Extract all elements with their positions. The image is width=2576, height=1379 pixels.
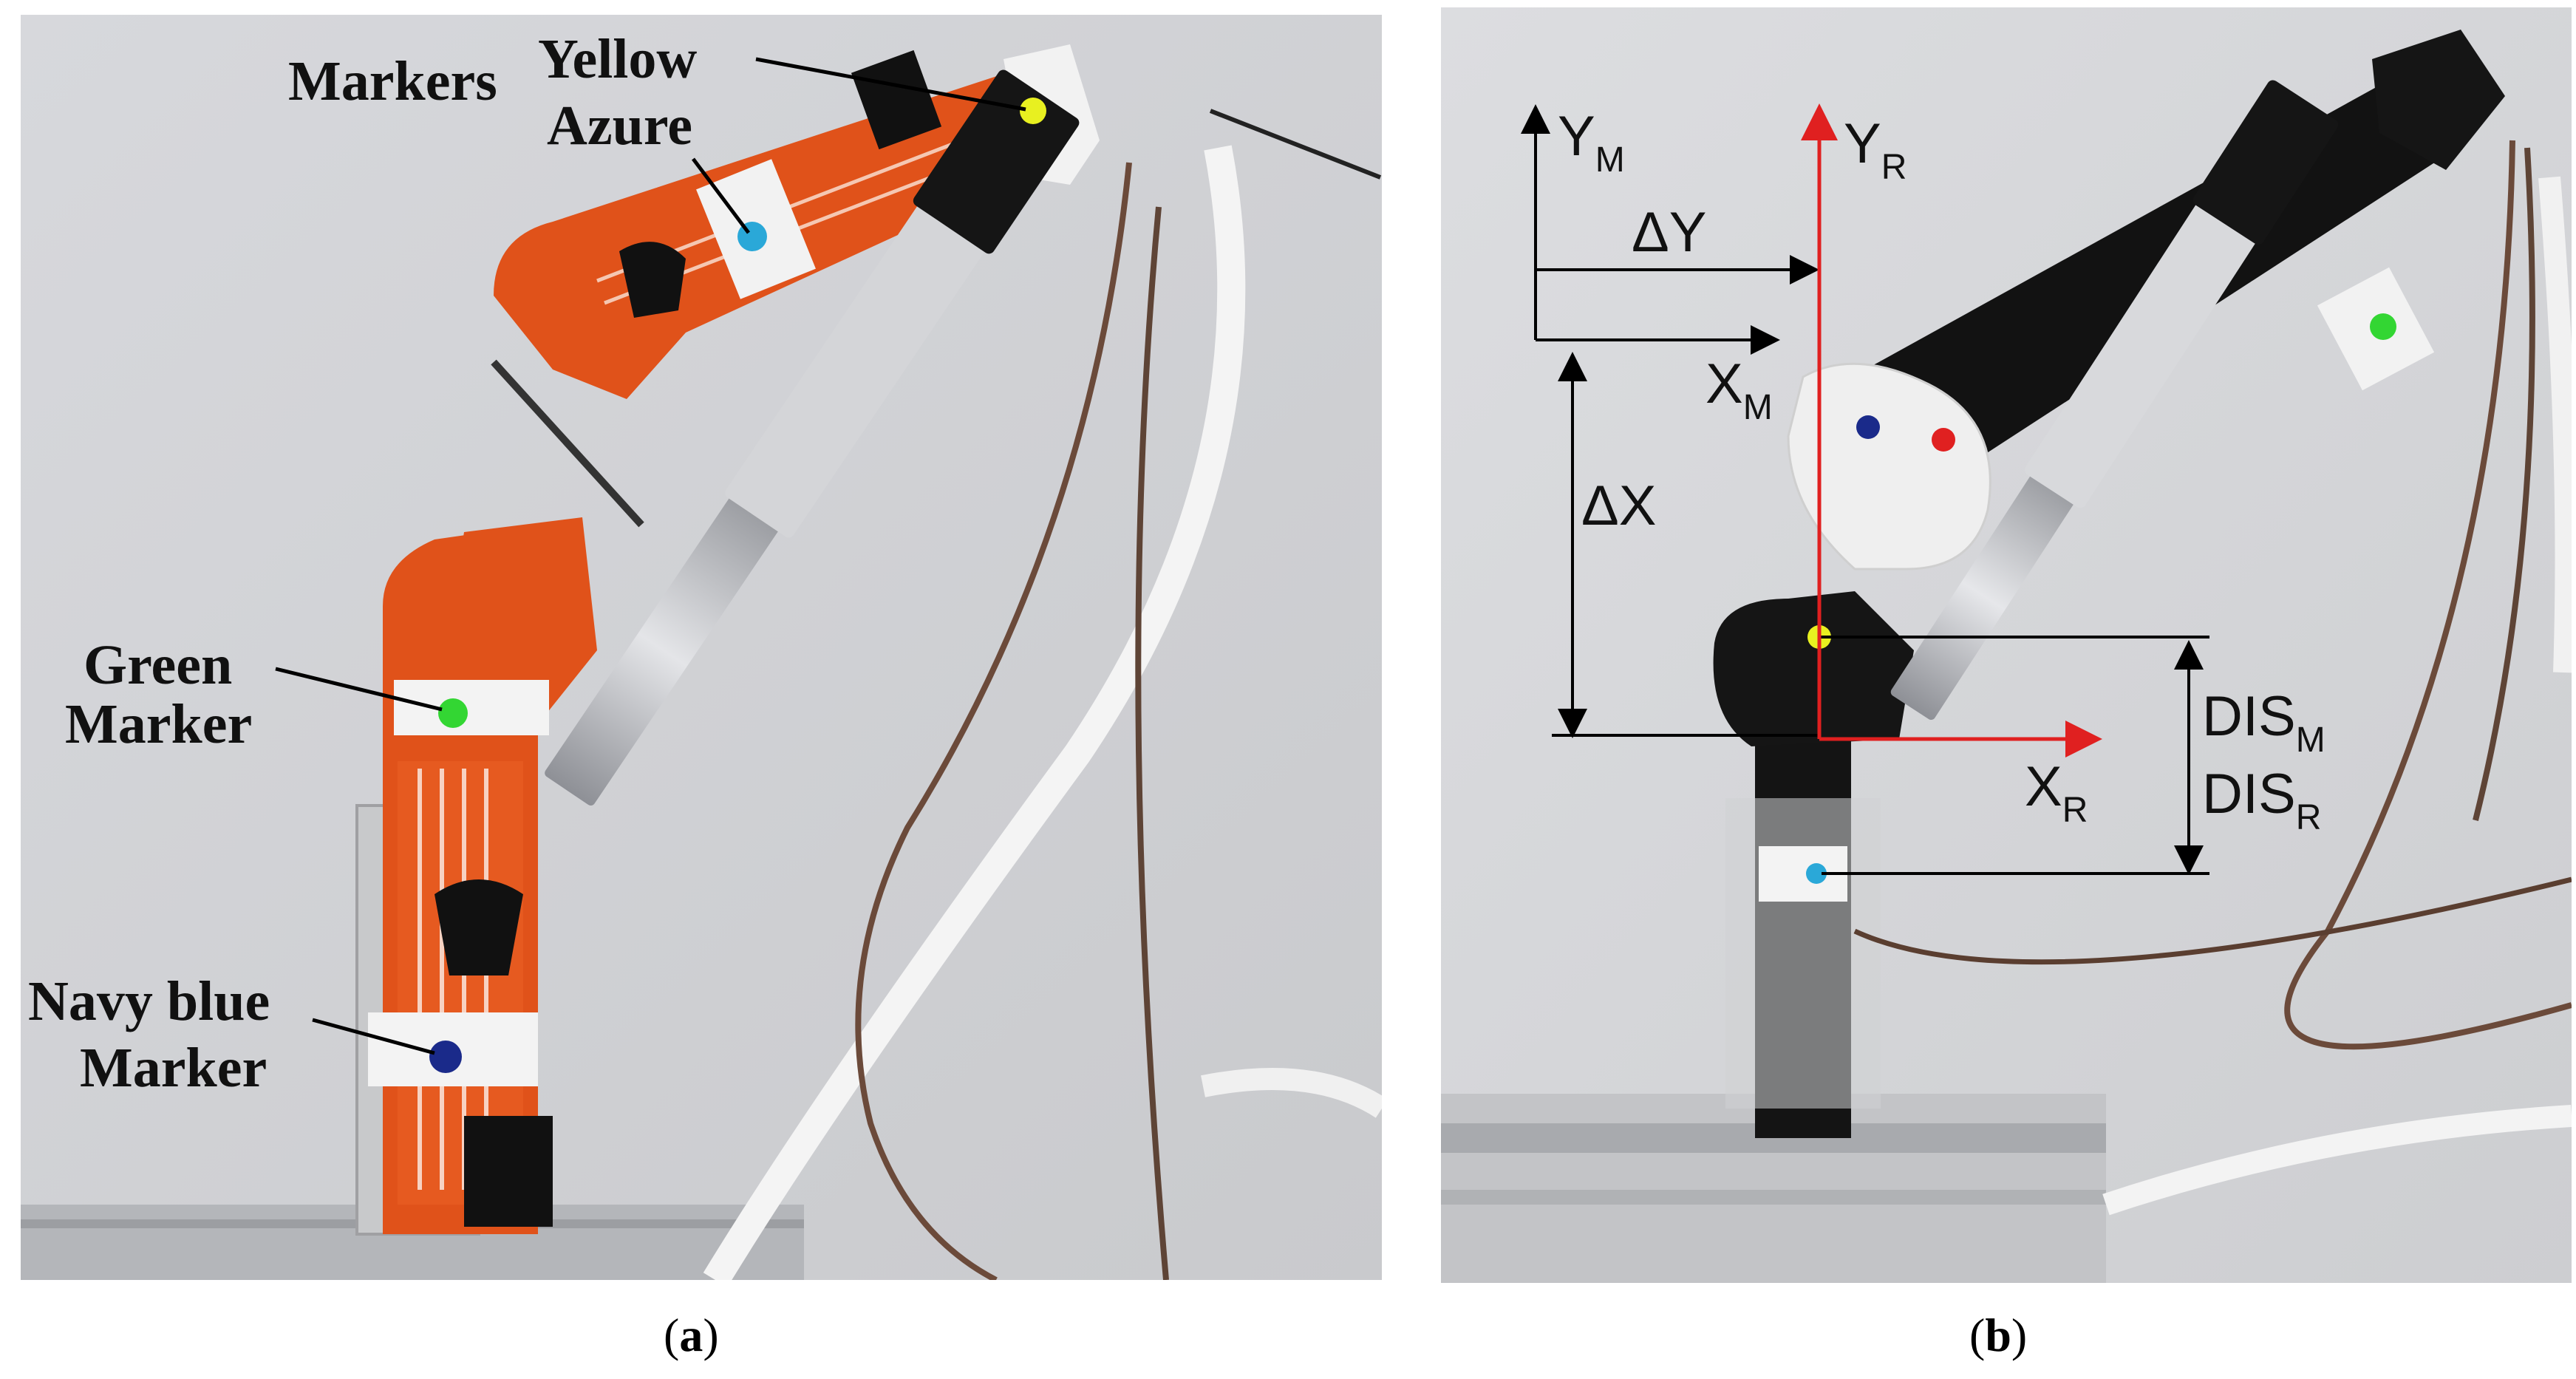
navy-label-line1: Navy blue [28, 970, 270, 1032]
linear-actuator [545, 494, 781, 806]
navy-blue-marker [429, 1041, 462, 1073]
green-marker-b [2370, 313, 2396, 340]
photo-a-illustration: Markers Yellow Azure Green Marker Navy b… [21, 15, 1382, 1280]
x-m-label: XM [1706, 353, 1773, 427]
red-marker-b [1932, 428, 1955, 452]
green-leader [275, 667, 443, 712]
markers-label: Markers [288, 50, 497, 112]
azure-leader [692, 157, 750, 234]
azure-label: Azure [547, 95, 692, 157]
photo-panel-b: YM YR ΔY XM ΔX XR DISM DISR [1441, 7, 2572, 1283]
photo-b-illustration: YM YR ΔY XM ΔX XR DISM DISR [1441, 7, 2572, 1283]
yellow-label: Yellow [538, 28, 697, 90]
linear-actuator-b [1890, 471, 2076, 721]
yellow-leader [755, 57, 1026, 112]
azure-marker-b [1806, 863, 1827, 884]
delta-x-label: ΔX [1581, 474, 1656, 537]
photo-panel-a: Markers Yellow Azure Green Marker Navy b… [21, 15, 1382, 1280]
green-label-line2: Marker [65, 693, 252, 755]
ribbon-cable [703, 145, 1246, 1280]
green-label-line1: Green [84, 634, 232, 696]
y-m-label: YM [1558, 105, 1625, 180]
x-r-label: XR [2025, 755, 2088, 830]
caption-a: (a) [664, 1309, 719, 1361]
base-joint [1713, 591, 1914, 746]
caption-b: (b) [1969, 1309, 2028, 1361]
yellow-marker [1020, 98, 1046, 124]
navy-leader [312, 1018, 435, 1055]
dis-m-label: DISM [2202, 685, 2325, 760]
navy-label-line2: Marker [80, 1037, 267, 1099]
green-marker [438, 698, 468, 728]
dis-r-label: DISR [2202, 763, 2321, 837]
delta-y-label: ΔY [1632, 201, 1706, 264]
backdrop-b [1441, 7, 2572, 1283]
y-r-label: YR [1844, 112, 1907, 187]
joint-plate [1787, 362, 1991, 571]
navy-marker-b [1856, 415, 1880, 439]
